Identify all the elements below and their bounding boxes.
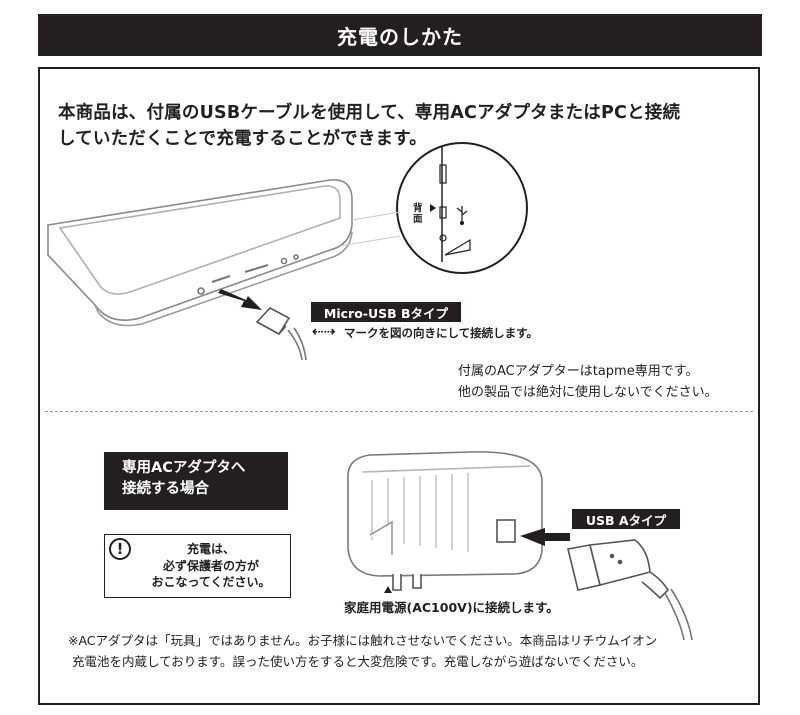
intro-line-1: 本商品は、付属のUSBケーブルを使用して、専用ACアダプタまたはPCと接続 — [58, 103, 681, 123]
usb-a-plug-icon — [567, 539, 693, 641]
tablet-illustration — [47, 179, 353, 327]
content-frame — [38, 67, 760, 705]
mark-note: マークを図の向きにして接続します。 — [344, 326, 539, 340]
intro-text: 本商品は、付属のUSBケーブルを使用して、専用ACアダプタまたはPCと接続 して… — [58, 100, 758, 152]
back-label-line-1: 背 — [413, 203, 423, 214]
adapter-notice: 付属のACアダプターはtapme専用です。 他の製品では絶対に使用しないでくださ… — [458, 361, 718, 403]
adapter-heading-line-1: 専用ACアダプタへ — [122, 460, 246, 476]
warning-line-3: おこなってください。 — [151, 575, 271, 589]
notice-line-2: 他の製品では絶対に使用しないでください。 — [458, 385, 718, 400]
back-label-line-2: 面 — [413, 214, 423, 225]
usb-trident-icon — [456, 206, 468, 226]
adapter-connection-heading: 専用ACアダプタへ 接続する場合 — [104, 452, 288, 510]
footnote: ※ACアダプタは「玩具」ではありません。お子様には触れさせないでください。本商品… — [68, 630, 657, 672]
ac-adapter-illustration — [347, 451, 543, 591]
plug-arrow-icon — [384, 586, 392, 593]
usb-b-label: Micro-USB Bタイプ — [311, 302, 461, 322]
usb-direction-icon: ⇠⇢ — [312, 324, 336, 340]
intro-line-2: していただくことで充電することができます。 — [58, 129, 427, 149]
micro-usb-cable-icon — [255, 307, 307, 361]
insert-arrow-icon — [218, 289, 262, 310]
warning-line-1: 充電は、 — [186, 542, 235, 556]
footnote-line-1: ※ACアダプタは「玩具」ではありません。お子様には触れさせないでください。本商品… — [68, 633, 658, 648]
warning-line-2: 必ず保護者の方が — [162, 558, 259, 573]
footnote-line-2: 充電池を内蔵しております。誤った使い方をすると大変危険です。充電しながら遊ばない… — [72, 654, 644, 669]
adapter-heading-line-2: 接続する場合 — [122, 481, 209, 497]
warning-text: 充電は、 必ず保護者の方が おこなってください。 — [135, 541, 287, 591]
header-title: 充電のしかた — [337, 24, 463, 49]
insert-arrow-icon-2 — [520, 528, 570, 546]
page-header: 充電のしかた — [38, 14, 762, 56]
notice-line-1: 付属のACアダプターはtapme専用です。 — [458, 364, 699, 379]
usb-a-label: USB Aタイプ — [572, 509, 680, 529]
plug-note: 家庭用電源(AC100V)に接続します。 — [344, 600, 559, 615]
section-divider — [45, 411, 753, 412]
exclamation-icon: ! — [109, 538, 131, 560]
back-label: 背 面 — [413, 203, 423, 225]
warning-box: ! 充電は、 必ず保護者の方が おこなってください。 — [104, 534, 291, 598]
